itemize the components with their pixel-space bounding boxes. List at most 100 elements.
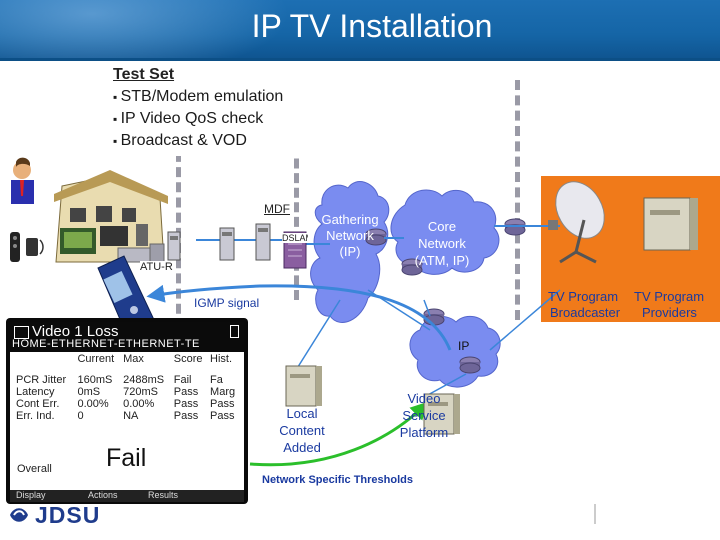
screen-title: Video 1 Loss: [32, 323, 119, 340]
column-header: Max: [123, 353, 144, 365]
local-content-line: Content: [279, 423, 325, 438]
test-set-handheld-icon: [97, 255, 157, 339]
dslam-label: DSLAM: [282, 233, 308, 243]
table-cell: NA: [123, 410, 139, 422]
local-content-line: Local: [286, 406, 318, 421]
results-table: Current Max Score Hist. PCR Jitter 160mS…: [15, 353, 241, 422]
tv-broadcaster-line: Broadcaster: [550, 305, 621, 320]
divider-dashed-3: [515, 80, 520, 320]
softkey-results[interactable]: Results: [148, 490, 179, 500]
test-set-item: STB/Modem emulation: [113, 86, 331, 108]
mdf-rack-icon: [255, 223, 271, 261]
link-line: [425, 373, 467, 397]
video-service-platform-label: Video Service Platform: [386, 390, 462, 441]
table-cell: 720mS: [123, 386, 158, 398]
tv-broadcaster-label: TV Program Broadcaster: [548, 289, 620, 321]
table-row: Cont Err. 0.00% 0.00% Pass Pass: [15, 398, 241, 410]
jdsu-logo-mark: [10, 508, 28, 522]
network-thresholds-label: Network Specific Thresholds: [262, 474, 413, 486]
satellite-dish-icon: [548, 181, 605, 264]
table-cell: PCR Jitter: [16, 374, 67, 386]
table-cell: Fail: [173, 374, 192, 386]
jdsu-logo-text: JDSU: [35, 502, 101, 528]
link-line: [423, 299, 431, 317]
test-set-box: Test Set STB/Modem emulation IP Video Qo…: [104, 64, 331, 156]
screen-path: HOME-ETHERNET-ETHERNET-TE: [12, 338, 200, 350]
ip-network-cloud: [409, 315, 501, 388]
table-row: Err. Ind. 0 NA Pass Pass: [15, 410, 241, 422]
table-cell: Cont Err.: [16, 398, 60, 410]
table-cell: Pass: [210, 410, 235, 422]
router-icon: [423, 308, 445, 326]
softkey-display[interactable]: Display: [16, 490, 46, 500]
table-row: PCR Jitter 160mS 2488mS Fail Fa: [15, 374, 241, 386]
tv-providers-line: TV Program: [634, 289, 705, 304]
gathering-network-line: Network: [326, 228, 374, 243]
ip-label: IP: [458, 339, 470, 353]
test-set-item: IP Video QoS check: [113, 108, 331, 130]
gathering-network-line: Gathering: [321, 212, 379, 227]
slide-title: IP TV Installation: [251, 8, 493, 44]
server-icon: [285, 365, 322, 407]
core-network-line: (ATM, IP): [414, 253, 470, 268]
table-cell: 2488mS: [123, 374, 165, 386]
table-cell: 0.00%: [123, 398, 155, 410]
battery-icon: [230, 325, 239, 338]
server-icon: [423, 393, 460, 435]
table-cell: 0.00%: [77, 398, 109, 410]
remote-icon: [10, 232, 20, 262]
house-image: [54, 170, 168, 263]
title-underline: [0, 58, 720, 61]
column-header: Current: [77, 353, 115, 365]
person-icon: [11, 157, 34, 204]
server-icon: [643, 197, 698, 251]
igmp-signal-arrow: [146, 284, 452, 351]
table-cell: 160mS: [77, 374, 113, 386]
tv-providers-line: Providers: [642, 305, 697, 320]
title-glow: [0, 0, 290, 58]
table-row: Latency 0mS 720mS Pass Marg: [15, 386, 241, 398]
core-network-line: Core: [427, 219, 457, 234]
tv-broadcaster-line: TV Program: [548, 289, 619, 304]
video-icon: [14, 326, 29, 339]
atu-r-label: ATU-R: [140, 261, 173, 273]
mdf-label: MDF: [264, 202, 290, 216]
stb-modem-icon: [117, 243, 165, 265]
divider-dashed-2: [294, 100, 299, 300]
overall-result: Fail: [106, 444, 147, 472]
table-header-row: Current Max Score Hist.: [15, 353, 241, 374]
table-cell: Pass: [173, 410, 199, 422]
video-service-line: Service: [402, 408, 446, 423]
video-service-line: Platform: [399, 425, 449, 440]
jdsu-logo: JDSU: [8, 502, 128, 528]
router-icon: [401, 258, 423, 276]
gathering-network-label: Gathering Network (IP): [314, 212, 386, 260]
table-cell: Latency: [16, 386, 55, 398]
test-set-item: Broadcast & VOD: [113, 130, 331, 152]
local-content-label: Local Content Added: [268, 405, 336, 456]
core-network-label: Core Network (ATM, IP): [404, 218, 480, 269]
router-icon: [365, 228, 387, 246]
test-device: Video 1 Loss HOME-ETHERNET-ETHERNET-TE C…: [6, 318, 248, 504]
igmp-signal-label: IGMP signal: [194, 296, 260, 310]
gathering-network-line: (IP): [339, 244, 361, 259]
link-line: [295, 299, 341, 371]
video-service-line: Video: [407, 391, 441, 406]
test-set-heading: Test Set: [113, 66, 175, 83]
column-header: Score: [173, 353, 203, 365]
column-header: Hist.: [210, 353, 233, 365]
phone-icon: [26, 238, 44, 256]
table-cell: Pass: [210, 398, 235, 410]
core-network-cloud: [390, 189, 500, 275]
table-cell: Fa: [210, 374, 223, 386]
softkey-bar: Display Actions Results: [10, 490, 244, 502]
core-network-line: Network: [418, 236, 466, 251]
overall-label: Overall: [17, 463, 52, 475]
local-content-line: Added: [283, 440, 321, 455]
table-cell: 0: [77, 410, 84, 422]
device-screen: Video 1 Loss HOME-ETHERNET-ETHERNET-TE C…: [10, 322, 244, 494]
column-header: [15, 353, 76, 374]
table-cell: Pass: [173, 386, 199, 398]
softkey-actions[interactable]: Actions: [88, 490, 118, 500]
